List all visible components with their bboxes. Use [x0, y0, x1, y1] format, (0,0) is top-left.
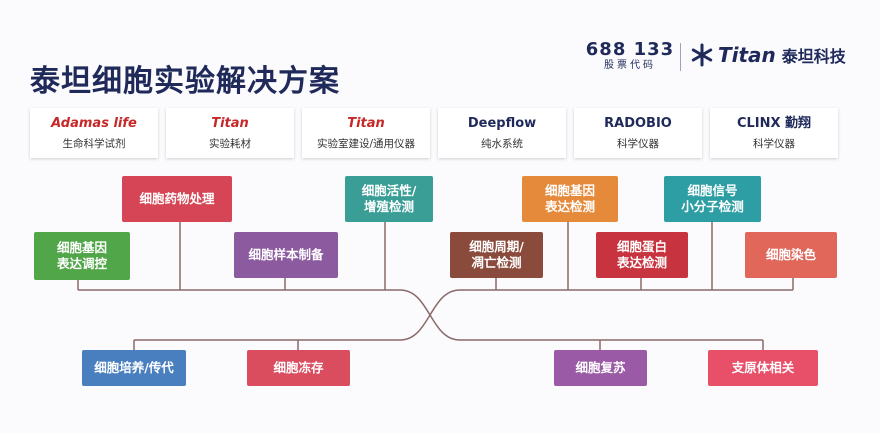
stock-code: 688 133: [585, 39, 675, 60]
partner-card-radobio: RADOBIO 科学仪器: [574, 108, 702, 158]
partner-card-titan-lab: Titan 实验室建设/通用仪器: [302, 108, 430, 158]
snowflake-icon: [691, 43, 713, 67]
brand-name: Titan: [718, 43, 776, 67]
topic-label: 细胞冻存: [273, 360, 324, 375]
connector-top-right-bus: [399, 289, 461, 341]
topic-cell-freezing: 细胞冻存: [247, 350, 350, 386]
topic-label: 细胞信号 小分子检测: [681, 183, 744, 214]
topic-label: 细胞药物处理: [139, 191, 215, 206]
partner-card-adamas: Adamas life 生命科学试剂: [30, 108, 158, 158]
partner-logo: Deepflow: [467, 116, 537, 131]
partner-cards: Adamas life 生命科学试剂 Titan 实验耗材 Titan 实验室建…: [30, 108, 838, 158]
topic-gene-detection: 细胞基因 表达检测: [522, 176, 618, 222]
header-divider: [680, 43, 681, 71]
partner-logo: CLINX 勤翔: [736, 116, 812, 131]
partner-card-deepflow: Deepflow 纯水系统: [438, 108, 566, 158]
topic-sample-prep: 细胞样本制备: [234, 232, 338, 278]
topic-label: 细胞活性/ 增殖检测: [361, 183, 417, 214]
topic-label: 细胞基因 表达调控: [56, 240, 107, 271]
topic-label: 细胞复苏: [575, 360, 626, 375]
brand-name-cn: 泰坦科技: [781, 47, 846, 66]
partner-logo: Titan: [211, 116, 249, 131]
partner-desc: 实验室建设/通用仪器: [316, 138, 416, 150]
connector-top-left-bus: [78, 289, 461, 341]
topic-label: 支原体相关: [731, 360, 795, 375]
partner-desc: 纯水系统: [481, 138, 523, 150]
partner-logo: Adamas life: [51, 116, 137, 131]
topic-signal-detection: 细胞信号 小分子检测: [664, 176, 761, 222]
page-title: 泰坦细胞实验解决方案: [30, 64, 340, 99]
topic-drug-treatment: 细胞药物处理: [122, 176, 232, 222]
partner-card-clinx: CLINX 勤翔 科学仪器: [710, 108, 838, 158]
topic-cell-revival: 细胞复苏: [554, 350, 647, 386]
stock-code-block: 688 133 股票代码: [585, 40, 675, 72]
partner-desc: 科学仪器: [753, 138, 795, 150]
topic-cell-cycle: 细胞周期/ 凋亡检测: [450, 232, 543, 278]
topic-label: 细胞基因 表达检测: [544, 183, 595, 214]
topic-protein-detection: 细胞蛋白 表达检测: [596, 232, 688, 278]
topic-mycoplasma: 支原体相关: [708, 350, 818, 386]
topic-gene-regulation: 细胞基因 表达调控: [34, 232, 130, 280]
topic-label: 细胞染色: [765, 247, 816, 262]
partner-logo: RADOBIO: [604, 116, 672, 131]
brand-logo: Titan 泰坦科技: [690, 43, 846, 67]
partner-card-titan-consumables: Titan 实验耗材: [166, 108, 294, 158]
topic-cell-staining: 细胞染色: [745, 232, 837, 278]
partner-desc: 生命科学试剂: [62, 138, 126, 150]
topic-label: 细胞样本制备: [248, 247, 324, 262]
topic-cell-culture: 细胞培养/传代: [82, 350, 186, 386]
topic-cell-activity: 细胞活性/ 增殖检测: [345, 176, 433, 222]
partner-desc: 实验耗材: [209, 138, 251, 150]
partner-logo: Titan: [347, 116, 385, 131]
stock-code-label: 股票代码: [604, 60, 656, 71]
topic-label: 细胞培养/传代: [94, 360, 174, 375]
partner-desc: 科学仪器: [617, 138, 659, 150]
topic-label: 细胞周期/ 凋亡检测: [469, 239, 524, 270]
topic-label: 细胞蛋白 表达检测: [616, 239, 667, 270]
